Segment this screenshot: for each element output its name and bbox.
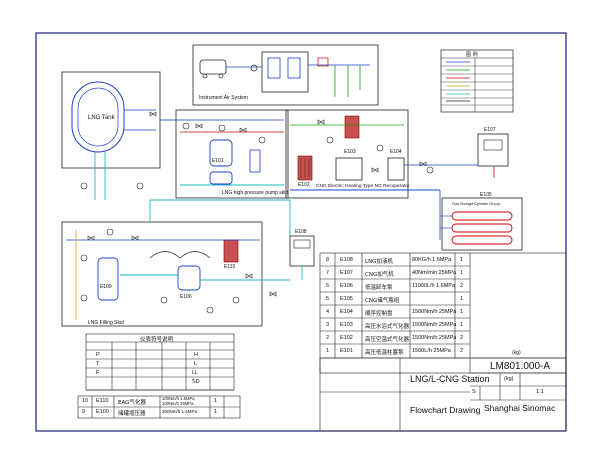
sheet-label: S [472,389,476,395]
cng-dispenser-e107-icon [477,133,509,167]
storage-cylinder [451,211,513,221]
lng-tank-label: LNG Tank [88,115,115,121]
tag-e108: E108 [295,229,307,235]
air-dryer-unit [261,51,309,93]
valve-icons [87,111,427,297]
tag-e106: E106 [180,294,192,300]
hp-pump-skid-box [175,109,289,199]
heater-label: CNG Electric Heating Type NG Recuperator [316,184,410,189]
tag-e105: E105 [480,192,492,198]
heater-e103-icon [335,157,363,181]
tag-e104: E104 [390,149,402,155]
scale-value: 1:1 [536,389,544,395]
pump-e106-icon [177,265,201,291]
unit-value: (kg) [504,376,514,382]
tag-e103: E103 [344,149,356,155]
tag-e107: E107 [484,127,496,133]
storage-cylinder [451,235,513,245]
storage-cylinder [451,223,513,233]
air-compressor-icon [199,59,227,79]
gauge-icon [250,64,258,72]
title-block-grid [319,357,567,432]
filling-skid-box [61,221,263,327]
equipment-table-grid [319,252,567,374]
lng-tank-vessel [71,81,125,153]
instrument-bubble-icons [80,122,434,314]
legend-panel [440,49,514,113]
gas-storage-label: Gas Storage Cylinder Group [452,202,500,206]
symbol-table-grid [85,333,235,391]
company-name: Shanghai Sinomac [484,403,556,413]
filling-skid-label: LNG Filling Skid [88,320,124,326]
vaporizer-e102-icon [297,155,313,181]
drawing-title: Flowchart Drawing [410,405,481,415]
units-header: (kg) [512,350,521,356]
project-title: LNG/L-CNG Station [410,374,490,384]
drawing-border [35,32,567,432]
pump-e101-icon [209,139,233,167]
heater-box [285,109,409,199]
vaporizer-e110-icon [223,239,239,263]
pump-e109-icon [97,257,119,301]
symbol-table-title: 仪表符号说明 [140,337,174,343]
lower-table-grid [77,395,241,419]
control-panel-e104-icon [387,157,405,181]
lng-dispenser-e108-icon [289,235,315,267]
tag-e102: E102 [298,182,310,188]
tag-e110: E110 [224,264,236,270]
tag-e101: E101 [212,158,224,164]
instrument-air-box [192,44,379,106]
instrument-air-label: Instrument Air System [199,95,248,101]
gas-storage-box [441,197,523,251]
drawing-number: LM801.000-A [490,361,551,372]
legend-title: 图 例 [466,52,478,58]
hp-pump-skid-label: LNG high pressure pump skid [222,190,289,196]
tag-e109: E109 [100,284,112,290]
